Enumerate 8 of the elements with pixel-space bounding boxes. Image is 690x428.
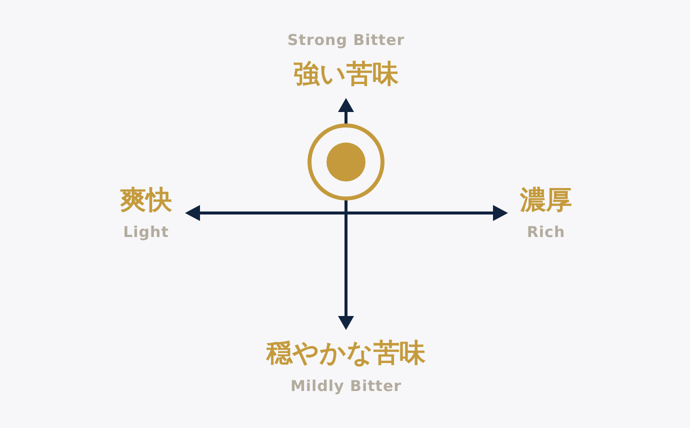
axis-label: 濃厚 — [520, 186, 572, 216]
axis-label: 強い苦味 — [294, 60, 398, 90]
axis-label: 爽快 — [120, 186, 172, 216]
axis-label: 穏やかな苦味 — [266, 340, 426, 368]
axis-translation: Strong Bitter — [287, 32, 405, 48]
axis-translation: Light — [123, 224, 169, 240]
axis-translation: Mildly Bitter — [290, 378, 402, 394]
axis-translation: Rich — [526, 224, 566, 240]
